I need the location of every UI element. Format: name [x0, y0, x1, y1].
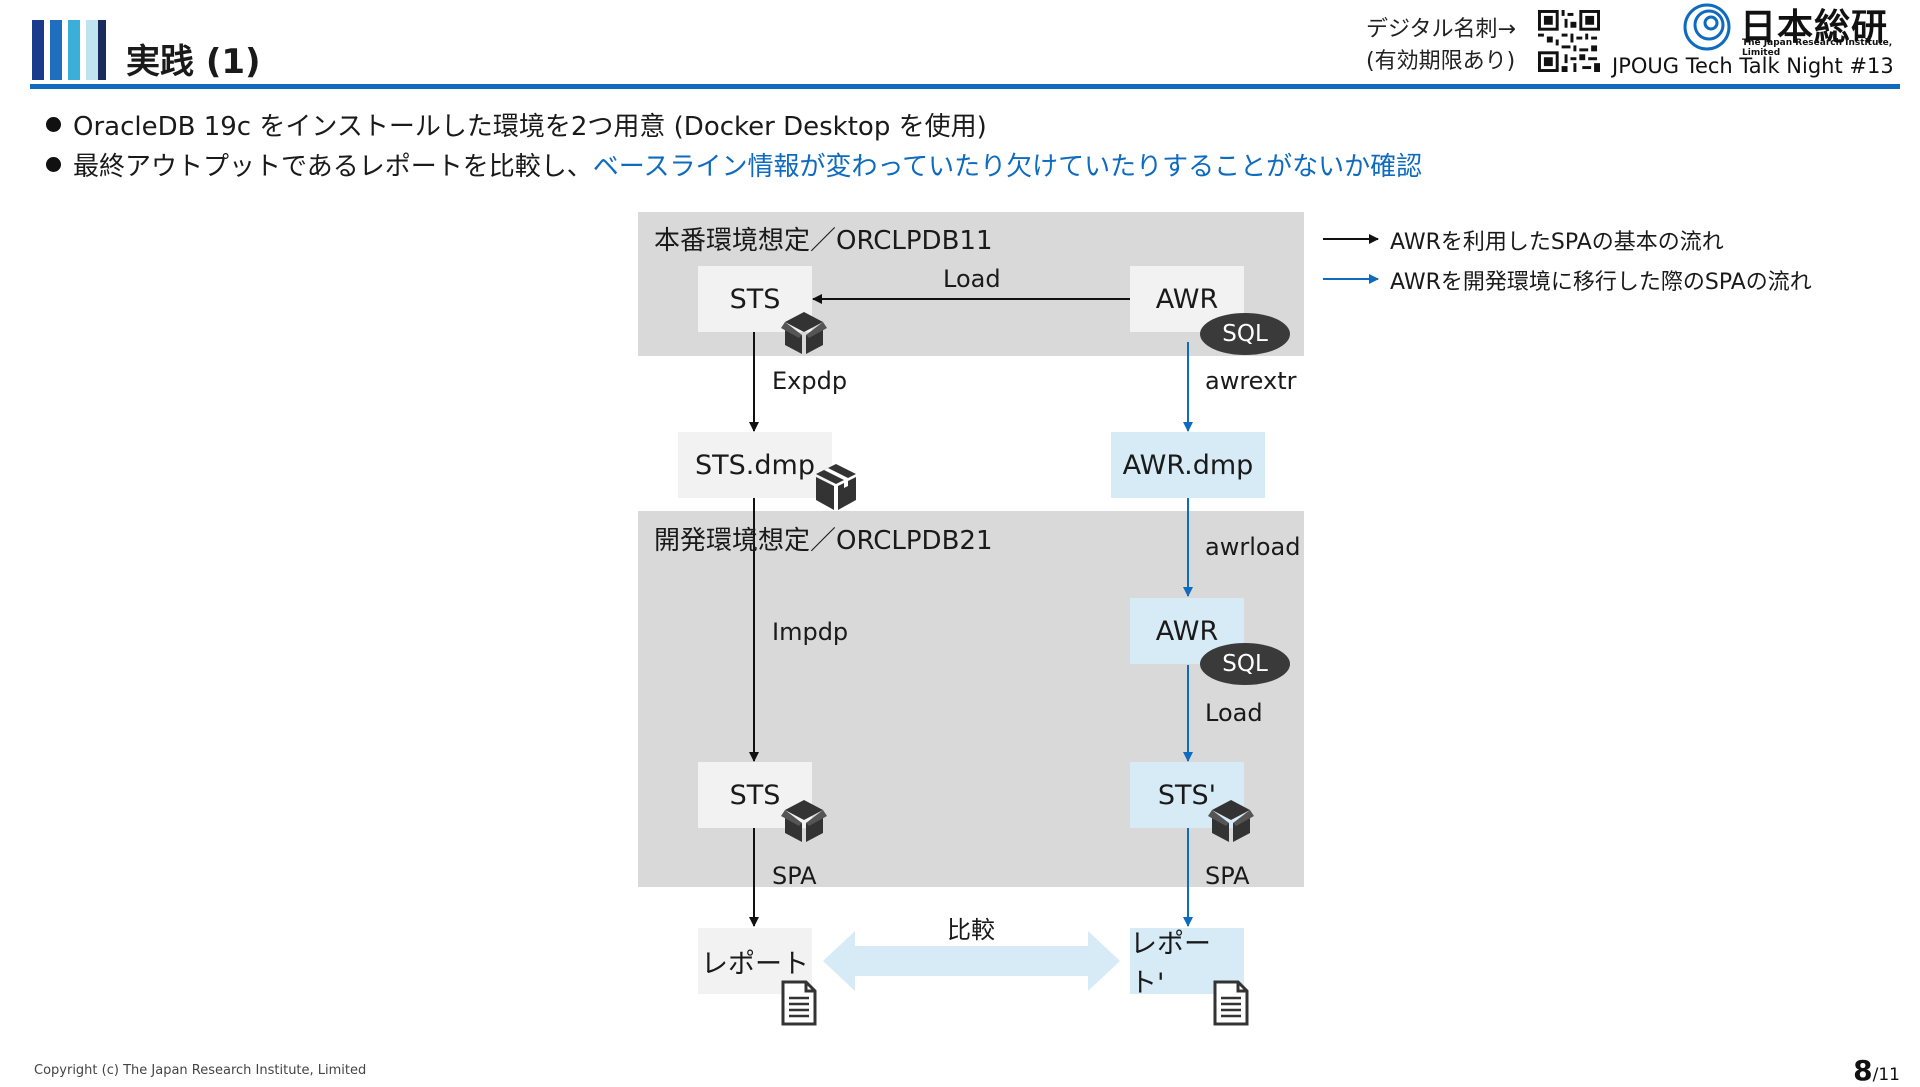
package-icon — [1208, 800, 1254, 842]
bullet-2-text: 最終アウトプットであるレポートを比較し、 — [73, 152, 593, 182]
header-stripe-2 — [50, 20, 62, 80]
logo-name: 日本総研 — [1740, 7, 1889, 48]
sts-dmp-box: STS.dmp — [678, 432, 832, 498]
header-rule — [30, 84, 1900, 89]
legend-blue-label: AWRを開発環境に移行した際のSPAの流れ — [1390, 270, 1812, 295]
load-dev-label: Load — [1205, 699, 1263, 727]
sql-prod-badge: SQL — [1200, 313, 1290, 355]
awrload-label: awrload — [1205, 533, 1301, 561]
header-stripe-5 — [98, 20, 106, 80]
package-icon — [781, 312, 827, 354]
sts-dev2-box: STS' — [1130, 762, 1244, 828]
report-right-box: レポート' — [1130, 928, 1244, 999]
bullet-2: 最終アウトプットであるレポートを比較し、ベースライン情報が変わっていたり欠けてい… — [46, 146, 1422, 183]
impdp-label: Impdp — [772, 618, 849, 646]
package-icon — [781, 800, 827, 842]
page-total: /11 — [1872, 1065, 1900, 1085]
compare-label: 比較 — [947, 916, 995, 944]
awr-dmp-box: AWR.dmp — [1111, 432, 1265, 498]
bullet-2-highlight: ベースライン情報が変わっていたり欠けていたりすることがないか確認 — [592, 152, 1423, 182]
box-icon — [816, 464, 856, 510]
header-stripe-3 — [68, 20, 80, 80]
expdp-label: Expdp — [772, 367, 848, 395]
event-name: JPOUG Tech Talk Night #13 — [1612, 54, 1894, 78]
page-title: 実践 (1) — [126, 42, 261, 82]
bullet-dot-icon — [46, 117, 61, 132]
bullet-dot-icon — [46, 157, 61, 172]
qr-code-icon[interactable] — [1538, 10, 1600, 72]
prod-region-label: 本番環境想定／ORCLPDB11 — [654, 226, 993, 256]
dev-region-label: 開発環境想定／ORCLPDB21 — [654, 526, 993, 556]
document-icon — [1213, 980, 1249, 1026]
bullet-1-text: OracleDB 19c をインストールした環境を2つ用意 (Docker De… — [73, 112, 987, 142]
digital-card-label: デジタル名刺→ (有効期限あり) — [1366, 17, 1516, 74]
bullet-1: OracleDB 19c をインストールした環境を2つ用意 (Docker De… — [46, 106, 987, 143]
spa-right-label: SPA — [1205, 862, 1250, 890]
jri-logo-icon — [1683, 3, 1731, 51]
page-current: 8 — [1853, 1054, 1873, 1087]
sql-dev-badge: SQL — [1200, 643, 1290, 685]
report-left-box: レポート — [698, 928, 812, 994]
spa-left-label: SPA — [772, 862, 817, 890]
load-top-label: Load — [943, 265, 1001, 293]
compare-double-arrow — [823, 931, 1120, 991]
page-number: 8/11 — [1853, 1054, 1900, 1087]
awrextr-label: awrextr — [1205, 367, 1297, 395]
logo-subtitle: The Japan Research Institute, Limited — [1742, 38, 1893, 58]
header-stripe-1 — [32, 20, 44, 80]
copyright: Copyright (c) The Japan Research Institu… — [34, 1063, 367, 1078]
legend-black-label: AWRを利用したSPAの基本の流れ — [1390, 230, 1724, 255]
document-icon — [781, 980, 817, 1026]
header-stripe-4 — [86, 20, 98, 80]
